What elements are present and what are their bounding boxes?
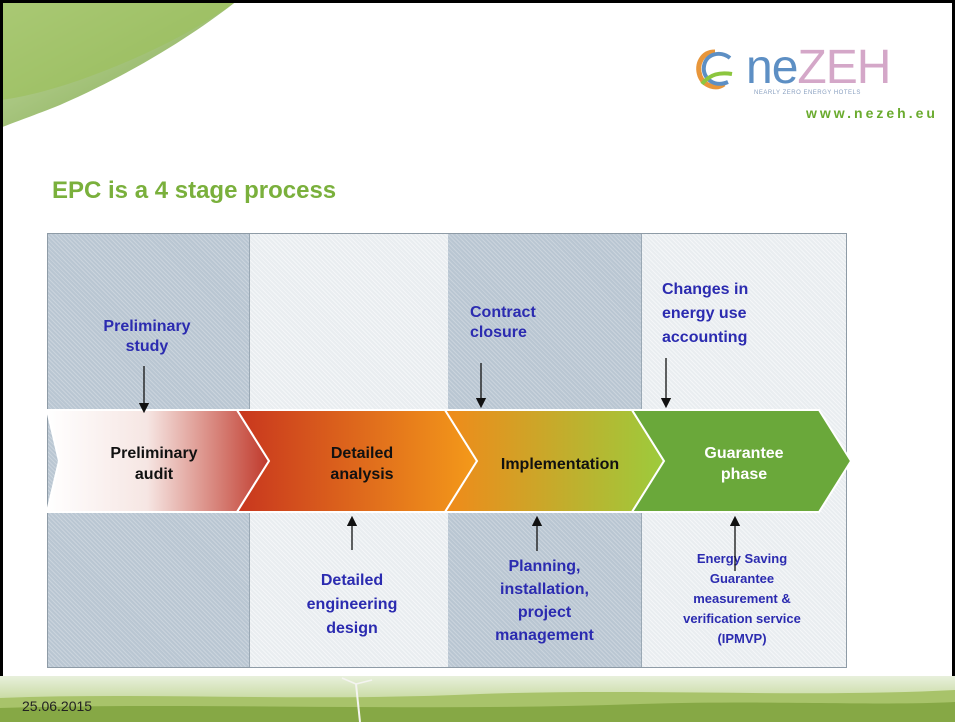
left-border — [0, 0, 3, 722]
stage-3-line1: Implementation — [500, 456, 620, 473]
logo-suffix: ZEH — [797, 41, 891, 94]
output-detailed-engineering-line: design — [326, 620, 378, 637]
logo-wordmark: neZEH — [746, 40, 891, 95]
stage-2-label: Detailed analysis — [297, 443, 427, 485]
logo-prefix: ne — [746, 41, 798, 94]
decorative-swoosh — [0, 0, 238, 128]
footer-image — [0, 676, 955, 722]
column-stage-1 — [47, 233, 249, 668]
output-detailed-engineering: Detailed engineering design — [282, 569, 422, 641]
output-energy-saving-line: Guarantee — [709, 571, 775, 586]
logo-mark-icon — [696, 49, 733, 90]
input-preliminary-study-line: study — [125, 338, 169, 355]
top-border — [0, 0, 955, 3]
output-planning-line: project — [517, 604, 572, 621]
output-planning-line: installation, — [500, 581, 589, 598]
input-preliminary-study: Preliminary study — [82, 317, 212, 357]
output-planning: Planning, installation, project manageme… — [467, 555, 622, 647]
output-planning-line: management — [495, 627, 594, 644]
stage-4-line1: Guarantee — [704, 445, 784, 462]
footer-date: 25.06.2015 — [22, 698, 93, 714]
stage-4-label: Guarantee phase — [669, 443, 819, 485]
nezeh-logo: neZEH NEARLY ZERO ENERGY HOTELS www.neze… — [688, 38, 935, 128]
output-detailed-engineering-line: Detailed — [320, 572, 384, 589]
slide-title: EPC is a 4 stage process — [52, 177, 337, 204]
stage-1-line2: audit — [134, 466, 174, 483]
right-border — [952, 0, 955, 722]
stage-1-label: Preliminary audit — [89, 443, 219, 485]
output-energy-saving-line: Energy Saving — [696, 551, 788, 566]
output-detailed-engineering-line: engineering — [306, 596, 398, 613]
logo-tagline: NEARLY ZERO ENERGY HOTELS — [754, 90, 861, 96]
output-energy-saving: Energy Saving Guarantee measurement & ve… — [652, 549, 832, 649]
input-preliminary-study-line: Preliminary — [103, 318, 191, 335]
input-contract-closure: Contract closure — [470, 303, 536, 343]
process-diagram: Preliminary audit Detailed analysis Impl… — [45, 233, 853, 668]
output-energy-saving-line: measurement & — [693, 591, 791, 606]
logo-url[interactable]: www.nezeh.eu — [806, 105, 938, 121]
chevron-stage-4 — [630, 409, 853, 513]
input-contract-closure-line: closure — [470, 324, 527, 341]
stage-3-label: Implementation — [475, 454, 645, 475]
stage-2-line2: analysis — [330, 466, 394, 483]
input-changes-energy-line: Changes in — [662, 281, 749, 298]
chevron-band — [45, 409, 853, 513]
stage-4-line2: phase — [720, 466, 768, 483]
stage-1-line1: Preliminary — [110, 445, 198, 462]
output-energy-saving-line: (IPMVP) — [717, 631, 767, 646]
output-energy-saving-line: verification service — [683, 611, 801, 626]
input-changes-energy-line: energy use — [662, 305, 747, 322]
output-planning-line: Planning, — [508, 558, 581, 575]
input-changes-energy-line: accounting — [662, 329, 748, 346]
input-changes-energy: Changes in energy use accounting — [662, 278, 748, 350]
input-contract-closure-line: Contract — [470, 304, 536, 321]
stage-2-line1: Detailed — [330, 445, 394, 462]
